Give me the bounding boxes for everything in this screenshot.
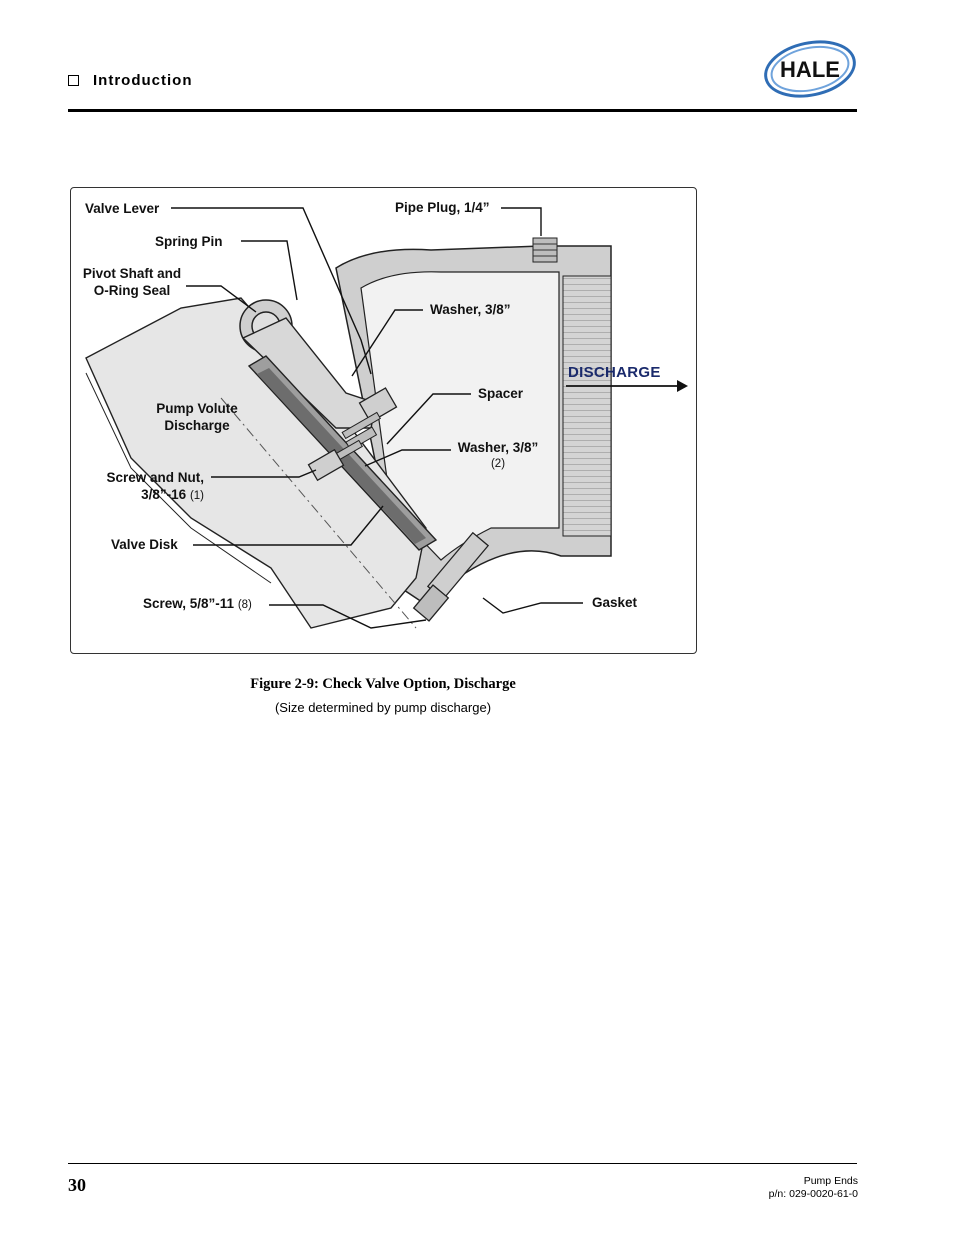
- discharge-arrow-head: [677, 380, 688, 392]
- label-spring-pin: Spring Pin: [155, 234, 223, 249]
- check-valve-diagram: [85, 207, 688, 629]
- label-washer-bottom-qty: (2): [490, 458, 506, 470]
- label-pivot-shaft-line1: Pivot Shaft and: [82, 266, 182, 281]
- label-discharge: DISCHARGE: [568, 364, 661, 381]
- footer-rule: [68, 1163, 857, 1164]
- inner-chamber: [360, 271, 560, 561]
- page-number: 30: [68, 1175, 86, 1195]
- label-screw-nut-line1: Screw and Nut,: [106, 470, 204, 485]
- figure-caption: Figure 2-9: Check Valve Option, Discharg…: [250, 676, 516, 692]
- flange-screw-head: [412, 584, 450, 622]
- label-pivot-shaft: Pivot Shaft and O-Ring Seal: [79, 265, 185, 299]
- label-pump-volute-line2: Discharge: [164, 418, 230, 433]
- label-screw-58-text: Screw, 5/8”-11: [143, 596, 235, 611]
- label-pump-volute-line1: Pump Volute: [156, 401, 238, 416]
- label-gasket: Gasket: [592, 595, 638, 610]
- header-rule: [68, 109, 857, 112]
- washer-top: [341, 411, 382, 440]
- leader-gasket: [482, 597, 583, 614]
- leader-washer-top: [351, 309, 423, 377]
- label-valve-lever: Valve Lever: [85, 201, 160, 216]
- label-pump-volute: Pump Volute Discharge: [147, 400, 247, 434]
- label-screw-58-qty: (8): [237, 599, 252, 611]
- leader-screw-58: [269, 604, 427, 629]
- footer-doc-title: Pump Ends: [803, 1175, 858, 1187]
- leader-spring-pin: [241, 240, 298, 301]
- label-washer-bottom-text: Washer, 3/8”: [457, 440, 539, 455]
- label-pivot-shaft-line2: O-Ring Seal: [93, 283, 171, 298]
- label-screw-58: Screw, 5/8”-11 (8): [143, 595, 252, 614]
- label-spacer: Spacer: [478, 386, 524, 401]
- section-title: Introduction: [93, 72, 193, 89]
- figure-subcaption: (Size determined by pump discharge): [274, 700, 492, 715]
- label-pipe-plug: Pipe Plug, 1/4”: [395, 200, 490, 215]
- figure-frame: Valve Lever Pipe Plug, 1/4” Spring Pin P…: [70, 187, 697, 654]
- outlet-threads: [562, 275, 612, 537]
- label-washer-top: Washer, 3/8”: [430, 302, 511, 317]
- hale-logo: HALE: [764, 40, 856, 98]
- nut: [307, 448, 345, 482]
- leader-screw-nut: [211, 469, 317, 478]
- leader-pivot-shaft: [186, 285, 257, 313]
- leader-valve-disk: [193, 505, 384, 546]
- checkbox-bullet-icon: [68, 75, 79, 86]
- label-screw-nut-qty: (1): [189, 490, 204, 502]
- leader-spacer: [386, 393, 471, 445]
- logo-text: HALE: [780, 57, 840, 82]
- label-valve-disk: Valve Disk: [111, 537, 178, 552]
- leader-pipe-plug: [501, 207, 542, 236]
- footer-doc-info: Pump Ends p/n: 029-0020-61-0: [769, 1175, 858, 1201]
- label-screw-nut-line2: 3/8”-16: [141, 487, 187, 502]
- leader-valve-lever: [171, 207, 372, 375]
- label-screw-nut: Screw and Nut, 3/8”-16 (1): [96, 469, 204, 505]
- label-screw-nut-line2-wrap: 3/8”-16 (1): [96, 486, 204, 505]
- section-header: Introduction: [68, 72, 192, 89]
- label-washer-bottom: Washer, 3/8” (2): [455, 439, 541, 473]
- bolt-head: [358, 387, 398, 423]
- footer-part-number: p/n: 029-0020-61-0: [768, 1188, 858, 1200]
- leader-washer-bottom: [364, 449, 451, 467]
